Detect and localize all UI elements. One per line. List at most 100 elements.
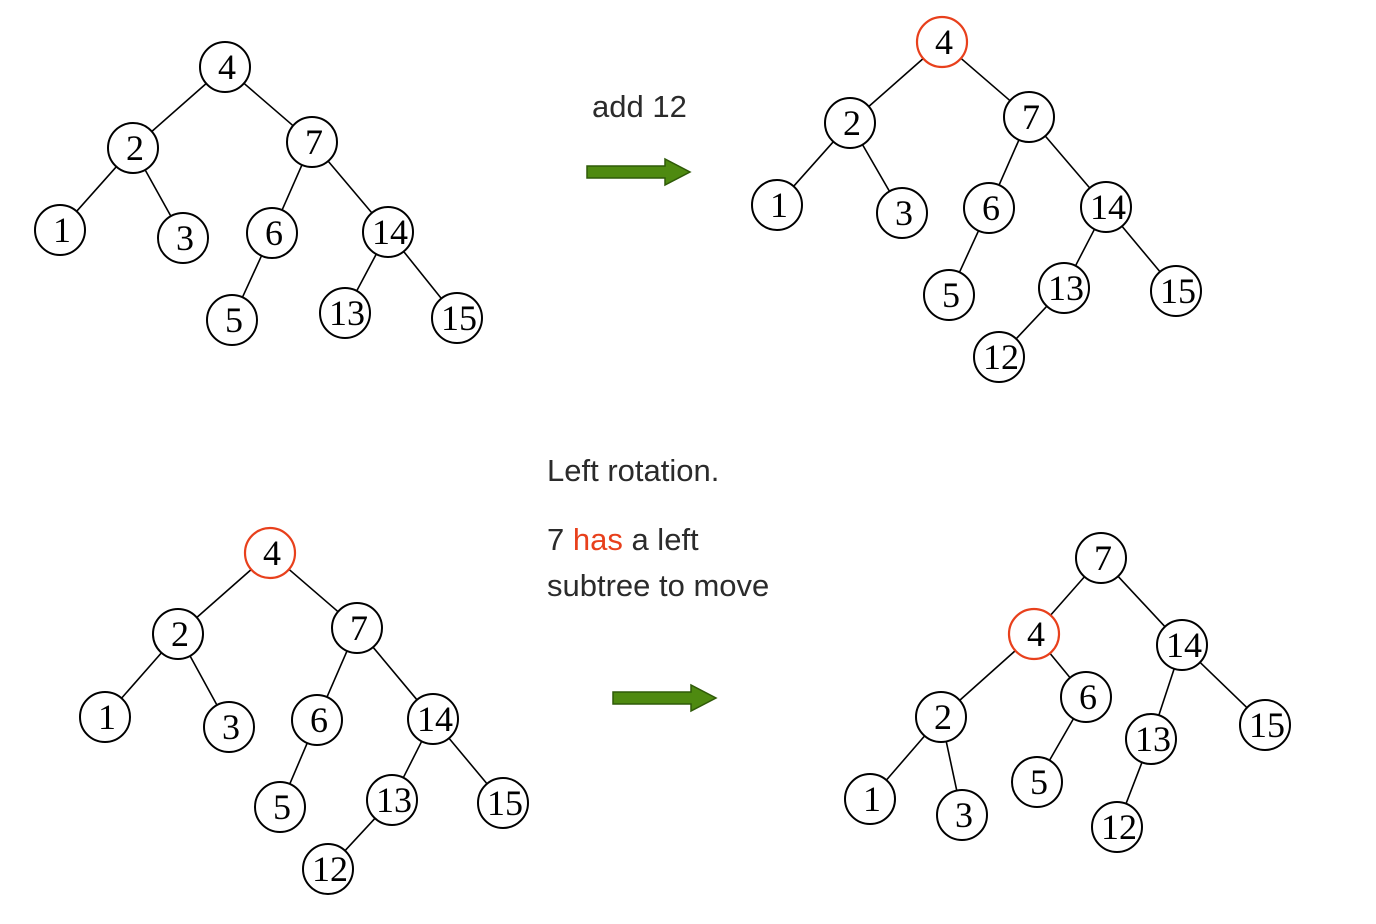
node-label: 2 <box>934 697 952 737</box>
node-label: 1 <box>770 185 788 225</box>
node-label: 15 <box>1160 271 1196 311</box>
edge-6-5 <box>289 742 308 785</box>
node-2: 2 <box>824 97 876 149</box>
node-label: 5 <box>273 787 291 827</box>
edge-7-4 <box>1049 576 1086 616</box>
node-12: 12 <box>973 331 1025 383</box>
node-label: 5 <box>942 275 960 315</box>
node-circle <box>824 97 876 149</box>
node-2: 2 <box>915 691 967 743</box>
node-circle <box>1003 91 1055 143</box>
node-circle <box>915 691 967 743</box>
node-7: 7 <box>331 602 383 654</box>
node-circle <box>243 526 297 580</box>
node-4: 4 <box>243 526 297 580</box>
node-13: 13 <box>1125 713 1177 765</box>
edge-7-14 <box>1044 135 1091 189</box>
node-5: 5 <box>1011 756 1063 808</box>
node-3: 3 <box>203 701 255 753</box>
edge-4-2 <box>868 57 924 108</box>
rotation-note-prefix: 7 <box>547 522 573 557</box>
node-label: 4 <box>1027 614 1045 654</box>
edge-7-14 <box>1117 575 1166 628</box>
node-13: 13 <box>319 287 371 339</box>
node-15: 15 <box>1239 699 1291 751</box>
rotation-arrow <box>612 683 718 713</box>
node-label: 13 <box>329 293 365 333</box>
node-3: 3 <box>157 212 209 264</box>
node-circle <box>157 212 209 264</box>
node-label: 7 <box>1022 97 1040 137</box>
edge-7-6 <box>998 139 1020 186</box>
node-circle <box>1156 619 1208 671</box>
node-circle <box>915 15 969 69</box>
rotation-note-line2: subtree to move <box>547 568 770 603</box>
node-circle <box>34 204 86 256</box>
edge-7-6 <box>281 164 303 211</box>
node-14: 14 <box>1080 181 1132 233</box>
rotation-note-highlight: has <box>572 522 623 557</box>
node-1: 1 <box>751 179 803 231</box>
edge-2-3 <box>144 169 172 217</box>
node-circle <box>923 269 975 321</box>
node-circle <box>246 207 298 259</box>
node-6: 6 <box>963 182 1015 234</box>
edge-7-14 <box>372 646 418 701</box>
edge-2-1 <box>793 141 834 187</box>
node-circle <box>963 182 1015 234</box>
node-circle <box>431 292 483 344</box>
node-label: 15 <box>487 783 523 823</box>
edge-2-1 <box>885 735 926 781</box>
edge-4-6 <box>1049 652 1071 679</box>
edge-2-3 <box>861 144 891 192</box>
node-label: 4 <box>218 47 236 87</box>
node-circle <box>407 693 459 745</box>
node-label: 14 <box>1166 625 1202 665</box>
edge-4-2 <box>196 568 252 619</box>
node-label: 1 <box>53 210 71 250</box>
node-14: 14 <box>1156 619 1208 671</box>
edge-4-2 <box>959 650 1016 701</box>
node-2: 2 <box>152 608 204 660</box>
node-label: 13 <box>376 780 412 820</box>
rotation-note-suffix: a left <box>622 522 699 557</box>
node-circle <box>302 843 354 895</box>
node-label: 12 <box>1101 807 1137 847</box>
node-label: 2 <box>171 614 189 654</box>
node-circle <box>291 694 343 746</box>
node-circle <box>876 187 928 239</box>
node-4: 4 <box>199 41 251 93</box>
node-1: 1 <box>34 204 86 256</box>
edge-2-3 <box>945 741 958 791</box>
node-circle <box>1060 671 1112 723</box>
edge-6-5 <box>1048 718 1075 761</box>
node-circle <box>844 773 896 825</box>
node-label: 3 <box>176 218 194 258</box>
node-circle <box>1080 181 1132 233</box>
node-circle <box>1007 607 1061 661</box>
node-circle <box>203 701 255 753</box>
edge-14-13 <box>402 740 423 779</box>
node-7: 7 <box>1003 91 1055 143</box>
node-label: 12 <box>312 849 348 889</box>
node-2: 2 <box>107 122 159 174</box>
edge-4-7 <box>288 568 339 613</box>
node-6: 6 <box>1060 671 1112 723</box>
node-circle <box>362 206 414 258</box>
node-circle <box>79 691 131 743</box>
node-label: 4 <box>935 22 953 62</box>
node-circle <box>1075 532 1127 584</box>
node-circle <box>973 331 1025 383</box>
node-12: 12 <box>1091 801 1143 853</box>
node-5: 5 <box>254 781 306 833</box>
edge-2-1 <box>120 652 163 699</box>
node-label: 7 <box>305 122 323 162</box>
node-6: 6 <box>246 207 298 259</box>
node-12: 12 <box>302 843 354 895</box>
node-circle <box>1125 713 1177 765</box>
node-label: 13 <box>1048 268 1084 308</box>
node-13: 13 <box>366 774 418 826</box>
